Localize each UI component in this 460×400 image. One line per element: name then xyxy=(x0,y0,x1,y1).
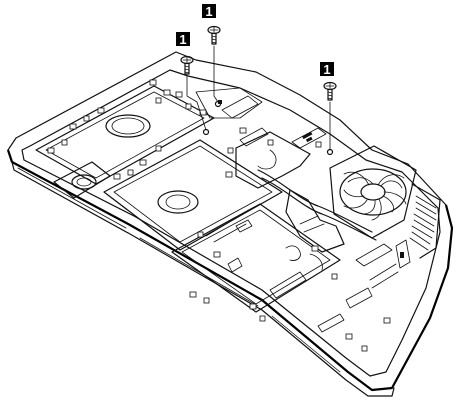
base-top-rim xyxy=(7,51,447,206)
hard-disk-bay xyxy=(35,85,215,185)
fan-blades xyxy=(343,171,407,221)
leader-lines xyxy=(186,45,334,156)
chassis-details xyxy=(195,87,411,333)
callout-2-label: 1 xyxy=(205,4,212,19)
screw-2 xyxy=(207,25,221,45)
callout-1-label: 1 xyxy=(179,32,186,47)
base-outer-edge xyxy=(6,149,454,392)
heat-sink xyxy=(235,131,377,253)
memory-bay xyxy=(171,203,341,313)
optical-drive-bay xyxy=(103,139,283,251)
base-inner-wall xyxy=(21,69,441,377)
boss-squares xyxy=(47,79,391,352)
callout-1: 1 xyxy=(176,32,190,47)
screw-1 xyxy=(180,55,194,75)
cooling-fan xyxy=(329,145,417,239)
dark-details xyxy=(218,100,404,258)
callout-2: 1 xyxy=(202,4,216,19)
speaker xyxy=(53,161,111,199)
vent-grille xyxy=(409,183,441,259)
callout-3: 1 xyxy=(320,62,334,77)
screw-3 xyxy=(323,81,337,101)
base-side-wall xyxy=(11,161,395,397)
callout-3-label: 1 xyxy=(323,62,330,77)
laptop-base xyxy=(6,51,454,397)
